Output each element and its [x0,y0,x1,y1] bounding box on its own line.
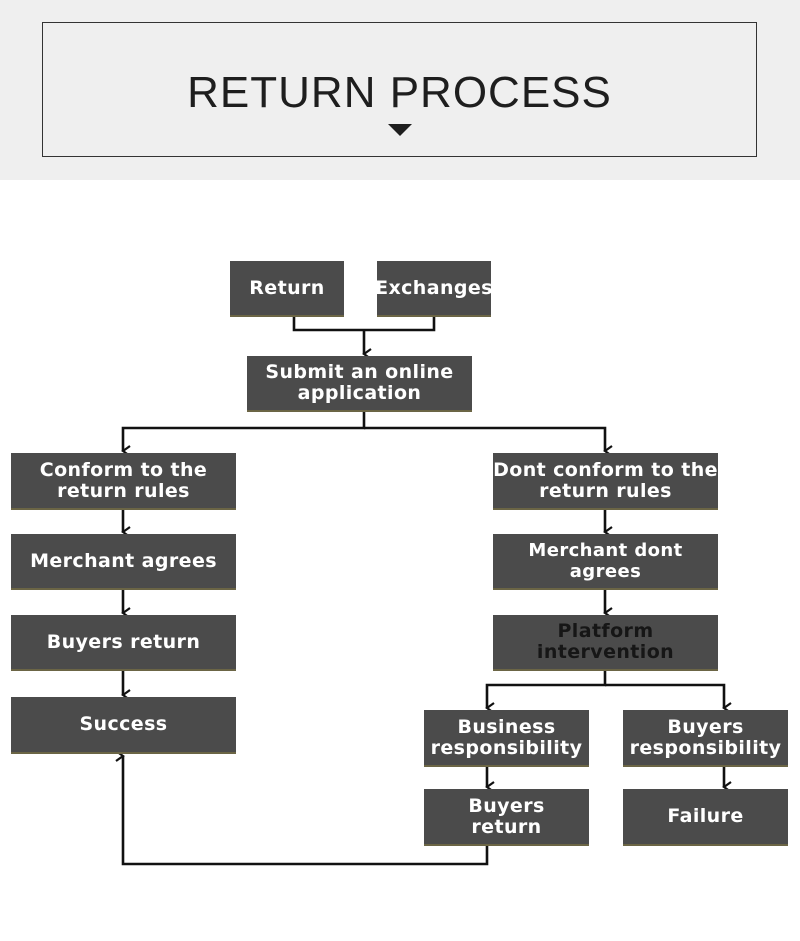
connector-platform-to-buyers-resp [605,683,732,714]
node-failure: Failure [623,789,788,846]
connector-submit-split [121,412,366,457]
node-merchant-dont-agrees: Merchant dont agrees [493,534,718,590]
connector-buyers-return-back-to-success [115,750,489,866]
node-dont-conform-rules: Dont conform to the return rules [493,453,718,510]
node-buyers-return-right: Buyers return [424,789,589,846]
triangle-down-icon [388,124,412,136]
node-success: Success [11,697,236,754]
header-box: RETURN PROCESS [42,22,757,157]
node-buyers-return-left: Buyers return [11,615,236,671]
node-conform-rules: Conform to the return rules [11,453,236,510]
node-exchanges: Exchanges [375,261,492,317]
header-band: RETURN PROCESS [0,0,800,180]
node-platform-intervention: Platform intervention [493,615,718,671]
connector-return-exchanges-to-submit [292,317,436,354]
node-buyers-responsibility: Buyers responsibility [623,710,788,767]
node-return: Return [230,261,344,317]
connector-submit-to-dont-conform [364,426,613,457]
connector-platform-to-business [485,671,607,714]
node-merchant-agrees: Merchant agrees [11,534,236,590]
node-submit-application: Submit an online application [247,356,472,412]
page-title: RETURN PROCESS [187,68,612,117]
node-business-responsibility: Business responsibility [424,710,589,767]
